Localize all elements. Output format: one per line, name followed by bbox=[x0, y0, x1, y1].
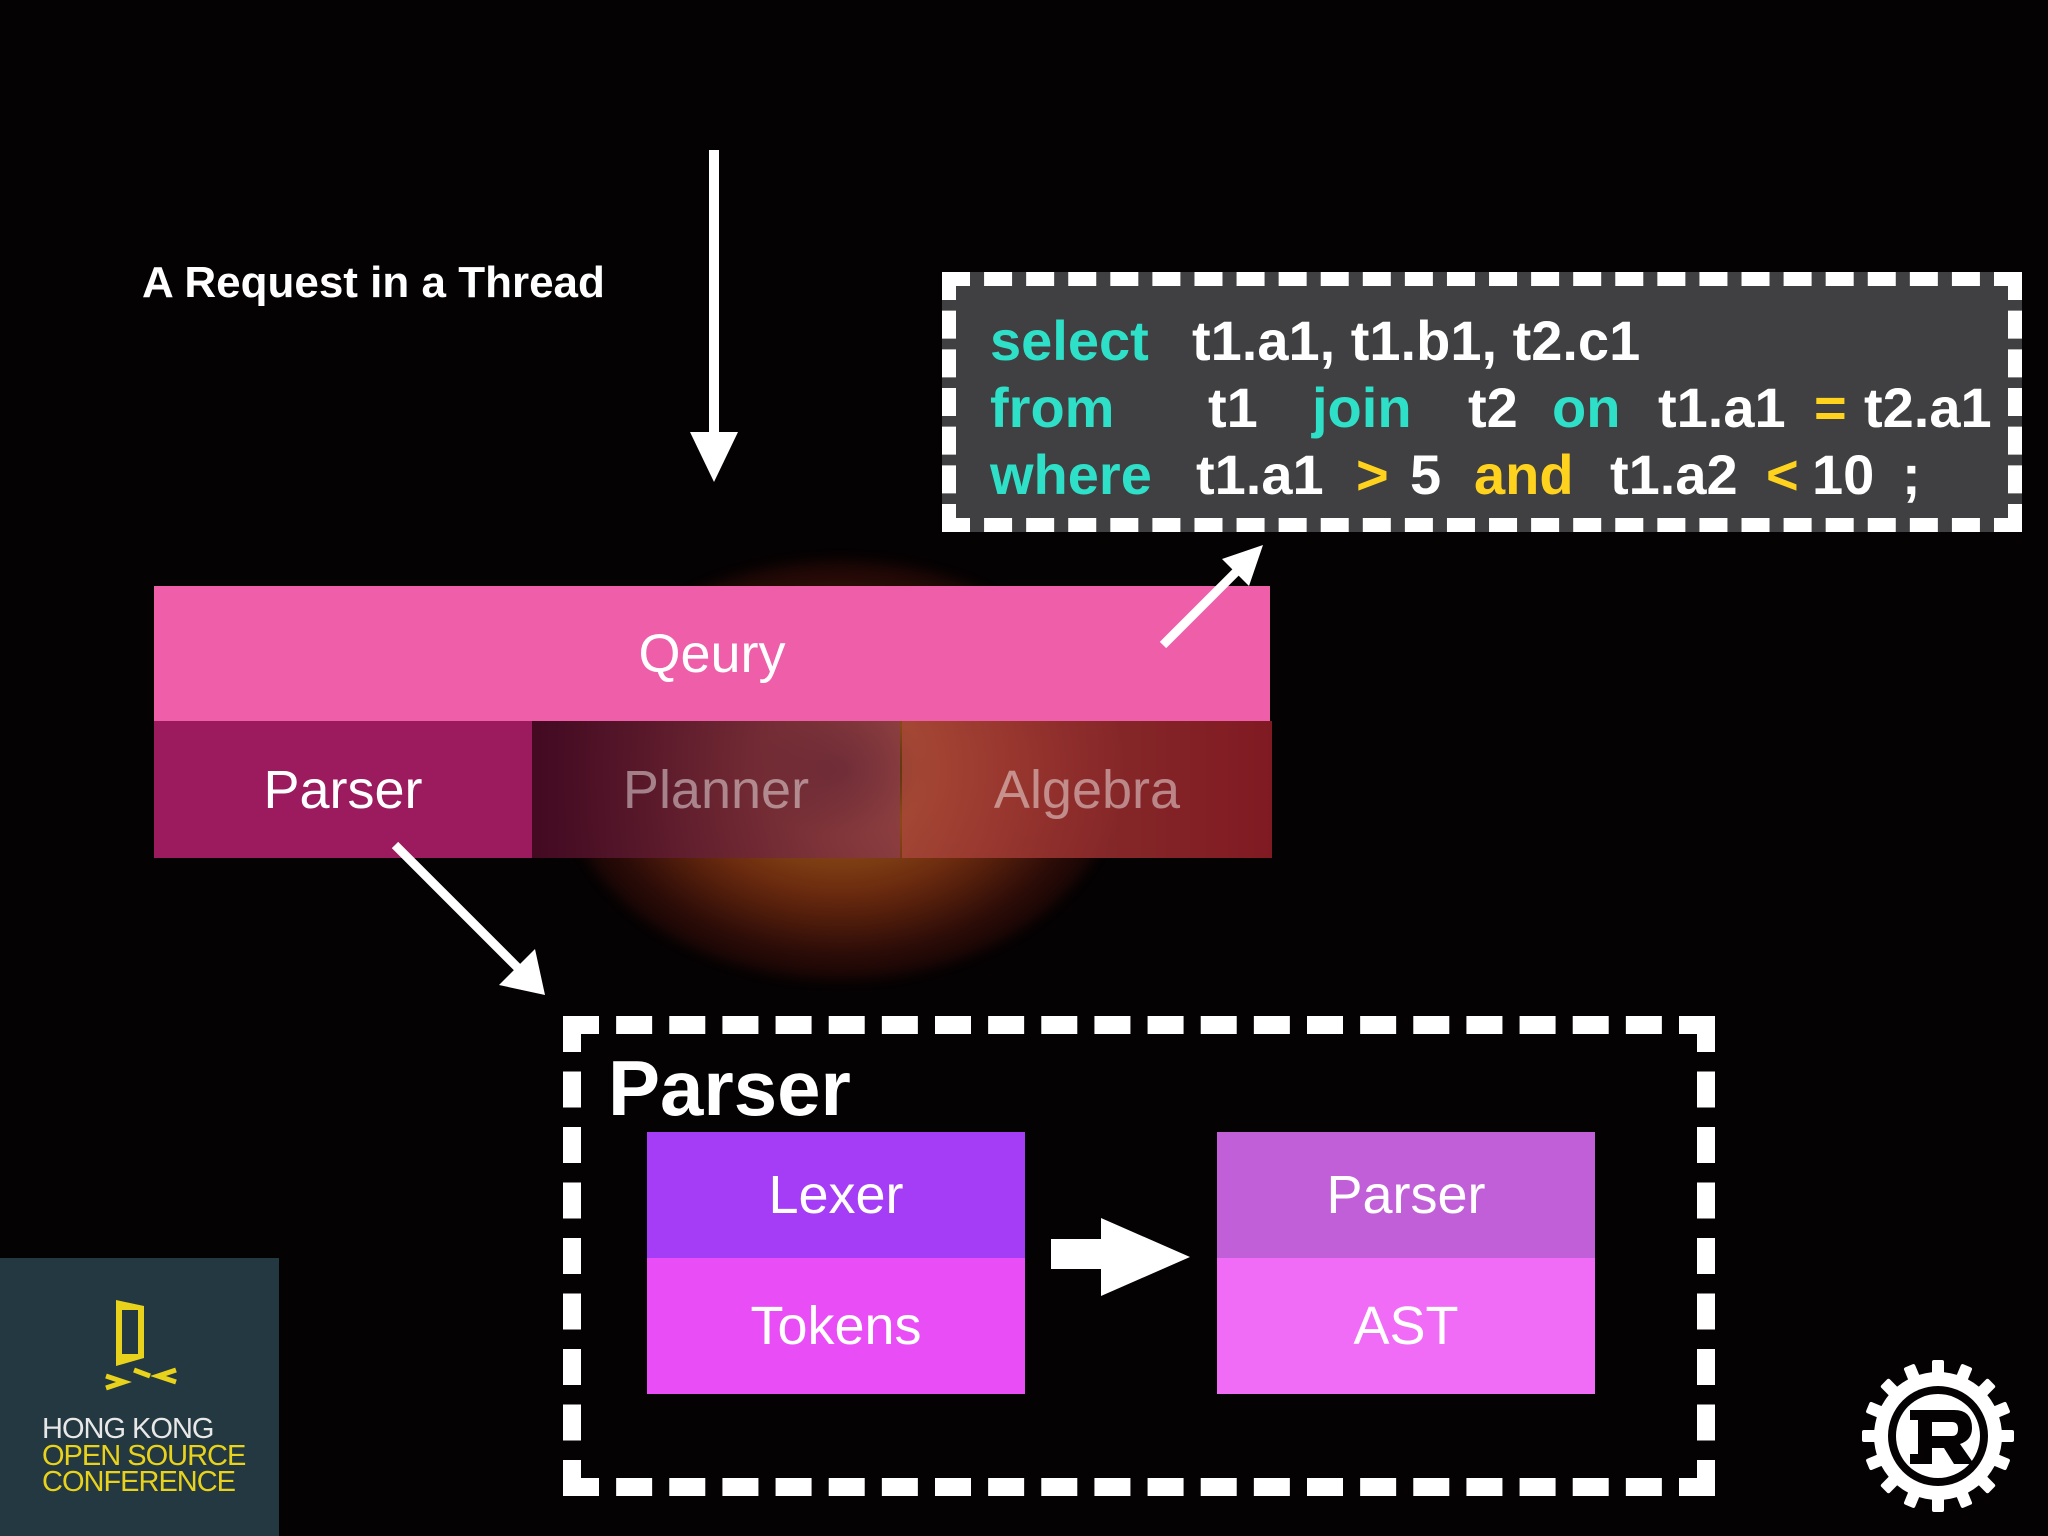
arrow-to-sql-icon bbox=[1159, 545, 1263, 649]
hkosc-door-icon bbox=[105, 1300, 177, 1391]
sql-where-v1: 5 bbox=[1410, 443, 1442, 506]
sql-where-v2: 10 bbox=[1812, 443, 1875, 506]
arrow-to-parser-box-icon bbox=[391, 841, 545, 995]
logo-line-3: CONFERENCE bbox=[42, 1466, 236, 1498]
algebra-stage-block: Algebra bbox=[902, 721, 1272, 858]
parser-sub-block: Parser bbox=[1217, 1132, 1595, 1258]
sql-where-lhs2: t1.a2 bbox=[1610, 443, 1738, 506]
parser-sub-label: Parser bbox=[1326, 1165, 1486, 1225]
parser-detail-box bbox=[563, 1016, 1715, 1496]
sql-table-t2: t2 bbox=[1468, 376, 1518, 439]
algebra-stage-label: Algebra bbox=[993, 759, 1181, 820]
parser-stage-block: Parser bbox=[154, 721, 532, 858]
sql-op-gt: > bbox=[1356, 443, 1389, 506]
sql-select-columns: t1.a1, t1.b1, t2.c1 bbox=[1192, 309, 1641, 372]
parser-detail-title: Parser bbox=[608, 1044, 851, 1132]
sql-op-eq: = bbox=[1814, 376, 1847, 439]
sql-keyword-join: join bbox=[1312, 376, 1412, 439]
tokens-label: Tokens bbox=[750, 1296, 922, 1356]
sql-op-lt: < bbox=[1766, 443, 1799, 506]
ast-block: AST bbox=[1217, 1258, 1595, 1394]
planner-stage-label: Planner bbox=[622, 759, 810, 820]
sql-where-lhs1: t1.a1 bbox=[1196, 443, 1324, 506]
sql-keyword-and: and bbox=[1474, 443, 1574, 506]
query-label: Qeury bbox=[638, 623, 786, 684]
sql-keyword-where: where bbox=[990, 443, 1152, 506]
arrow-down-icon bbox=[690, 150, 738, 482]
sql-keyword-from: from bbox=[990, 376, 1115, 439]
logo-line-1: HONG KONG bbox=[42, 1413, 214, 1445]
sql-join-rhs: t2.a1 bbox=[1864, 376, 1992, 439]
sql-keyword-on: on bbox=[1552, 376, 1621, 439]
conference-logo: HONG KONG OPEN SOURCE CONFERENCE bbox=[0, 1258, 279, 1536]
sql-semicolon: ; bbox=[1902, 443, 1921, 506]
arrow-lexer-to-parser-icon bbox=[1051, 1218, 1190, 1296]
parser-stage-label: Parser bbox=[263, 759, 423, 820]
lexer-label: Lexer bbox=[768, 1165, 904, 1225]
sql-table-t1: t1 bbox=[1208, 376, 1258, 439]
sql-keyword-select: select bbox=[990, 309, 1149, 372]
rust-logo-icon bbox=[1858, 1356, 2018, 1516]
query-block: Qeury bbox=[154, 586, 1270, 721]
tokens-block: Tokens bbox=[647, 1258, 1025, 1394]
logo-line-2: OPEN SOURCE bbox=[42, 1440, 246, 1472]
request-label: A Request in a Thread bbox=[142, 258, 605, 307]
sql-code-box: select t1.a1, t1.b1, t2.c1 from t1 join … bbox=[942, 272, 2022, 532]
planner-stage-block: Planner bbox=[532, 721, 900, 858]
lexer-block: Lexer bbox=[647, 1132, 1025, 1258]
ast-label: AST bbox=[1353, 1296, 1459, 1356]
sql-join-lhs: t1.a1 bbox=[1658, 376, 1786, 439]
